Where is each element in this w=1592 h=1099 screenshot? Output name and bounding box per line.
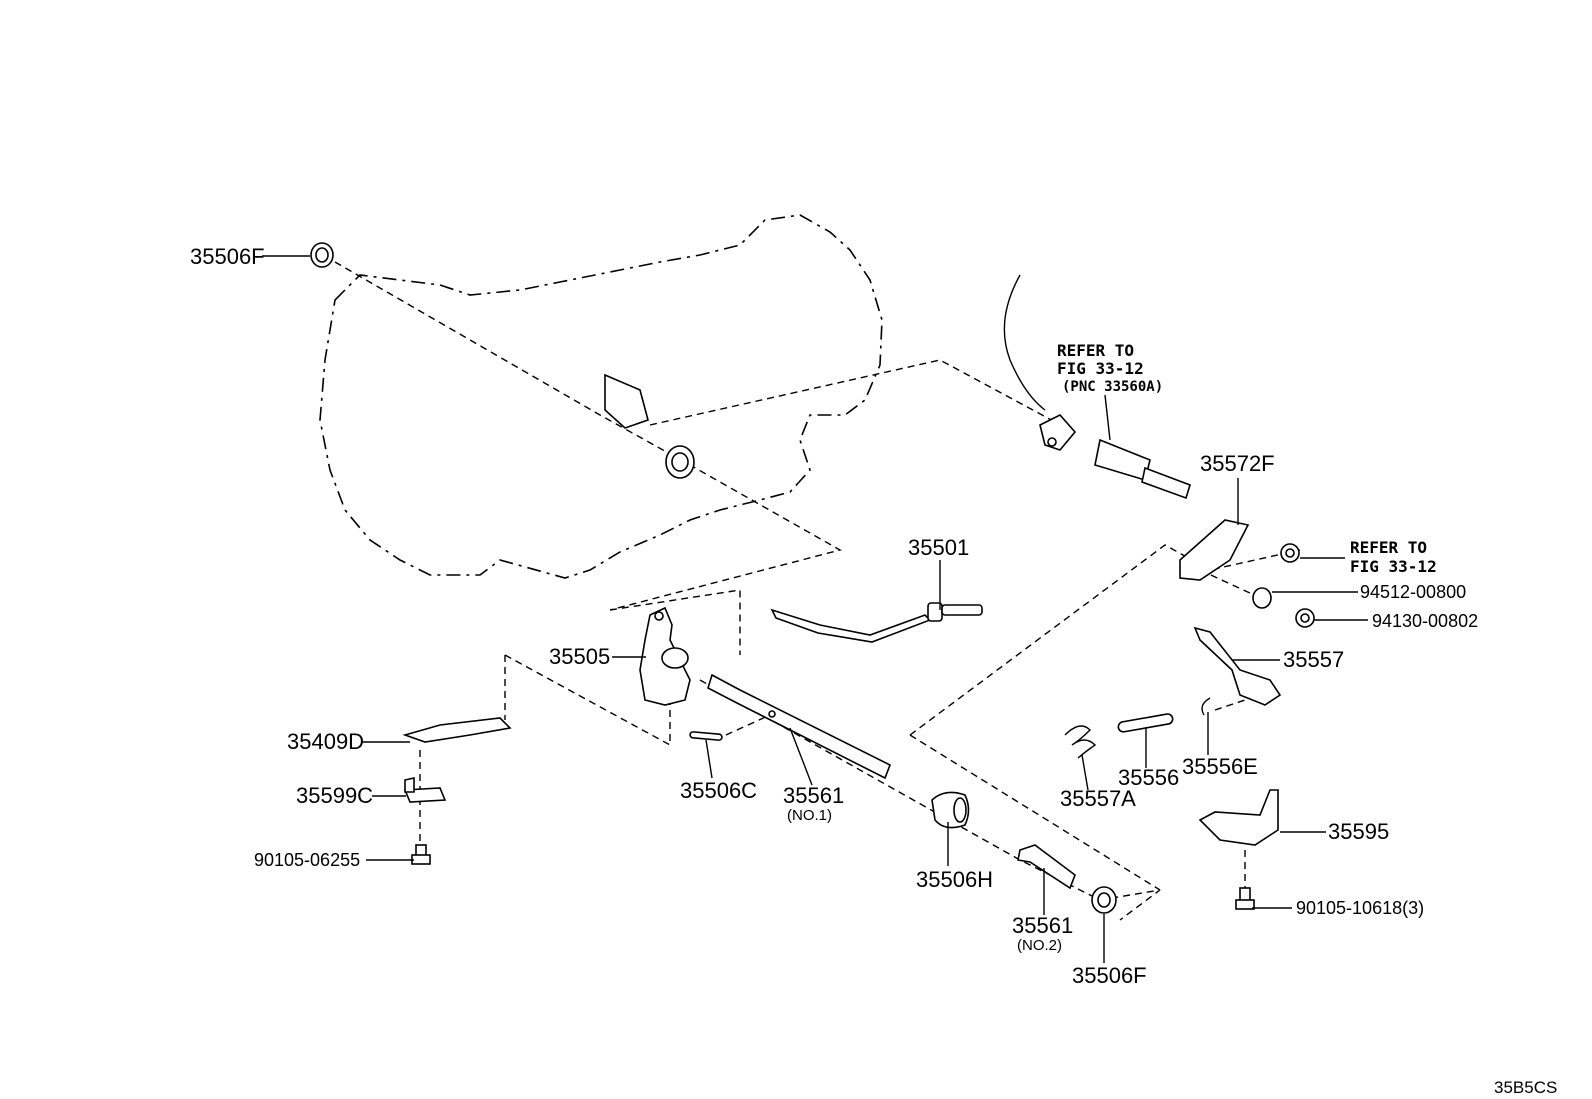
part-35561-no1-shaft <box>707 673 892 780</box>
cable-ref-line2: FIG 33-12 <box>1057 359 1144 378</box>
part-35595-bracket <box>1198 789 1279 846</box>
figure-code: 35B5CS <box>1494 1078 1557 1097</box>
label-35595: 35595 <box>1328 819 1389 844</box>
label-90105-06255: 90105-06255 <box>254 850 360 870</box>
part-35556-pin <box>1117 713 1174 733</box>
part-35506H-bushing <box>931 791 970 829</box>
shift-cable <box>1003 274 1191 500</box>
part-35572F-bracket <box>1179 519 1250 581</box>
part-35501-rod <box>770 602 983 643</box>
part-94512-00800-washer <box>1252 587 1272 609</box>
label-35561-no2: 35561 <box>1012 913 1073 938</box>
nut-ref-line2: FIG 33-12 <box>1350 557 1437 576</box>
label-35557: 35557 <box>1283 647 1344 672</box>
label-35599C: 35599C <box>296 783 373 808</box>
label-35409D: 35409D <box>287 729 364 754</box>
part-35561-no2-shaft <box>1017 844 1076 890</box>
label-35506C: 35506C <box>680 778 757 803</box>
part-90105-06255-bolt <box>411 844 431 865</box>
part-35506F-bottom-seal <box>1091 886 1117 914</box>
label-90105-10618: 90105-10618(3) <box>1296 898 1424 918</box>
part-35599C-bracket <box>403 777 447 803</box>
label-35561-no2-sub: (NO.2) <box>1017 937 1062 954</box>
part-35557-lever <box>1193 626 1282 706</box>
cable-ref-line1: REFER TO <box>1057 341 1134 360</box>
part-labels: 35506F 35501 35505 35409D 35599C 90105-0… <box>190 244 1478 988</box>
label-35561-no1-sub: (NO.1) <box>787 807 832 824</box>
part-35505-lever <box>639 606 691 706</box>
transmission-outline <box>319 214 883 579</box>
nut-ref-line1: REFER TO <box>1350 538 1427 557</box>
cable-ref-line3: (PNC 33560A) <box>1062 379 1163 395</box>
label-94130-00802: 94130-00802 <box>1372 611 1478 631</box>
part-nut-refer <box>1280 543 1300 563</box>
reference-notes: REFER TO FIG 33-12 (PNC 33560A) REFER TO… <box>1057 341 1437 576</box>
part-35506C-pin <box>689 731 723 741</box>
part-90105-10618-bolt <box>1235 887 1255 910</box>
part-35409D-plate <box>402 717 512 743</box>
label-35572F: 35572F <box>1200 451 1275 476</box>
part-transmission-shaft-boss <box>604 373 695 479</box>
label-35556: 35556 <box>1118 765 1179 790</box>
label-35505: 35505 <box>549 644 610 669</box>
part-35556E-clip <box>1201 697 1211 716</box>
part-35506F-top-seal <box>310 242 334 268</box>
part-94130-00802-nut <box>1295 608 1315 628</box>
label-35561-no1: 35561 <box>783 783 844 808</box>
label-35506F-bottom: 35506F <box>1072 963 1147 988</box>
label-leaders <box>262 255 1368 963</box>
label-94512-00800: 94512-00800 <box>1360 582 1466 602</box>
label-35556E: 35556E <box>1182 754 1258 779</box>
label-35557A: 35557A <box>1060 786 1136 811</box>
label-35506H: 35506H <box>916 867 993 892</box>
part-35557A-spring <box>1064 725 1097 759</box>
label-35501: 35501 <box>908 535 969 560</box>
label-35506F-top: 35506F <box>190 244 265 269</box>
